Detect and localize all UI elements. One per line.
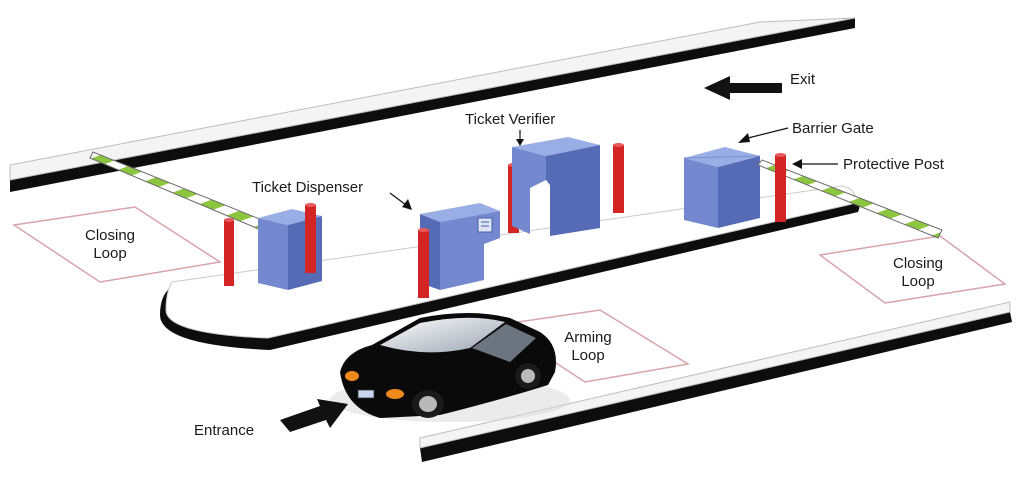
protective-post-dispenser-front <box>418 228 429 298</box>
dispenser-screen <box>477 217 493 233</box>
car <box>330 313 570 422</box>
car-license-plate <box>357 389 375 399</box>
entrance-arrow <box>280 399 348 432</box>
car-headlight-right <box>386 389 404 399</box>
top-road-curb <box>9 17 856 192</box>
closing-loop-left-label-line1: Closing <box>85 227 135 244</box>
barrier-gate-label: Barrier Gate <box>792 120 874 137</box>
bottom-road-curb <box>419 301 1012 462</box>
arming-loop-label-line2: Loop <box>571 347 604 364</box>
closing-loop-right-label-line2: Loop <box>901 273 934 290</box>
exit-label: Exit <box>790 71 816 88</box>
car-side-window <box>472 324 536 362</box>
ticket-dispenser-label: Ticket Dispenser <box>252 179 363 196</box>
barrier-gate <box>683 147 761 228</box>
car-wheel-front <box>419 396 437 412</box>
protective-post-dispenser <box>305 203 316 273</box>
closing-loop-left: Closing Loop <box>11 206 223 283</box>
ticket-verifier-label: Ticket Verifier <box>465 111 555 128</box>
arming-loop: Arming Loop <box>495 309 691 383</box>
central-island <box>160 185 860 350</box>
ticket-dispenser-leader <box>389 192 407 206</box>
exit-arrow <box>704 76 782 100</box>
protective-post-right <box>775 153 786 222</box>
protective-post-label: Protective Post <box>843 156 945 173</box>
entrance-label: Entrance <box>194 422 254 439</box>
car-windshield <box>380 317 505 353</box>
ticket-verifier <box>512 137 600 236</box>
closing-loop-left-label-line2: Loop <box>93 245 126 262</box>
exit-boom-arm <box>757 159 943 239</box>
closing-loop-right: Closing Loop <box>818 235 1007 304</box>
protective-post-verifier-right <box>613 143 624 213</box>
barrier-gate-leader <box>747 127 789 139</box>
arming-loop-label-line1: Arming <box>564 329 612 346</box>
car-wheel-rear <box>521 369 535 383</box>
protective-post-left <box>224 218 234 286</box>
car-headlight-left <box>345 371 359 381</box>
closing-loop-right-label-line1: Closing <box>893 255 943 272</box>
